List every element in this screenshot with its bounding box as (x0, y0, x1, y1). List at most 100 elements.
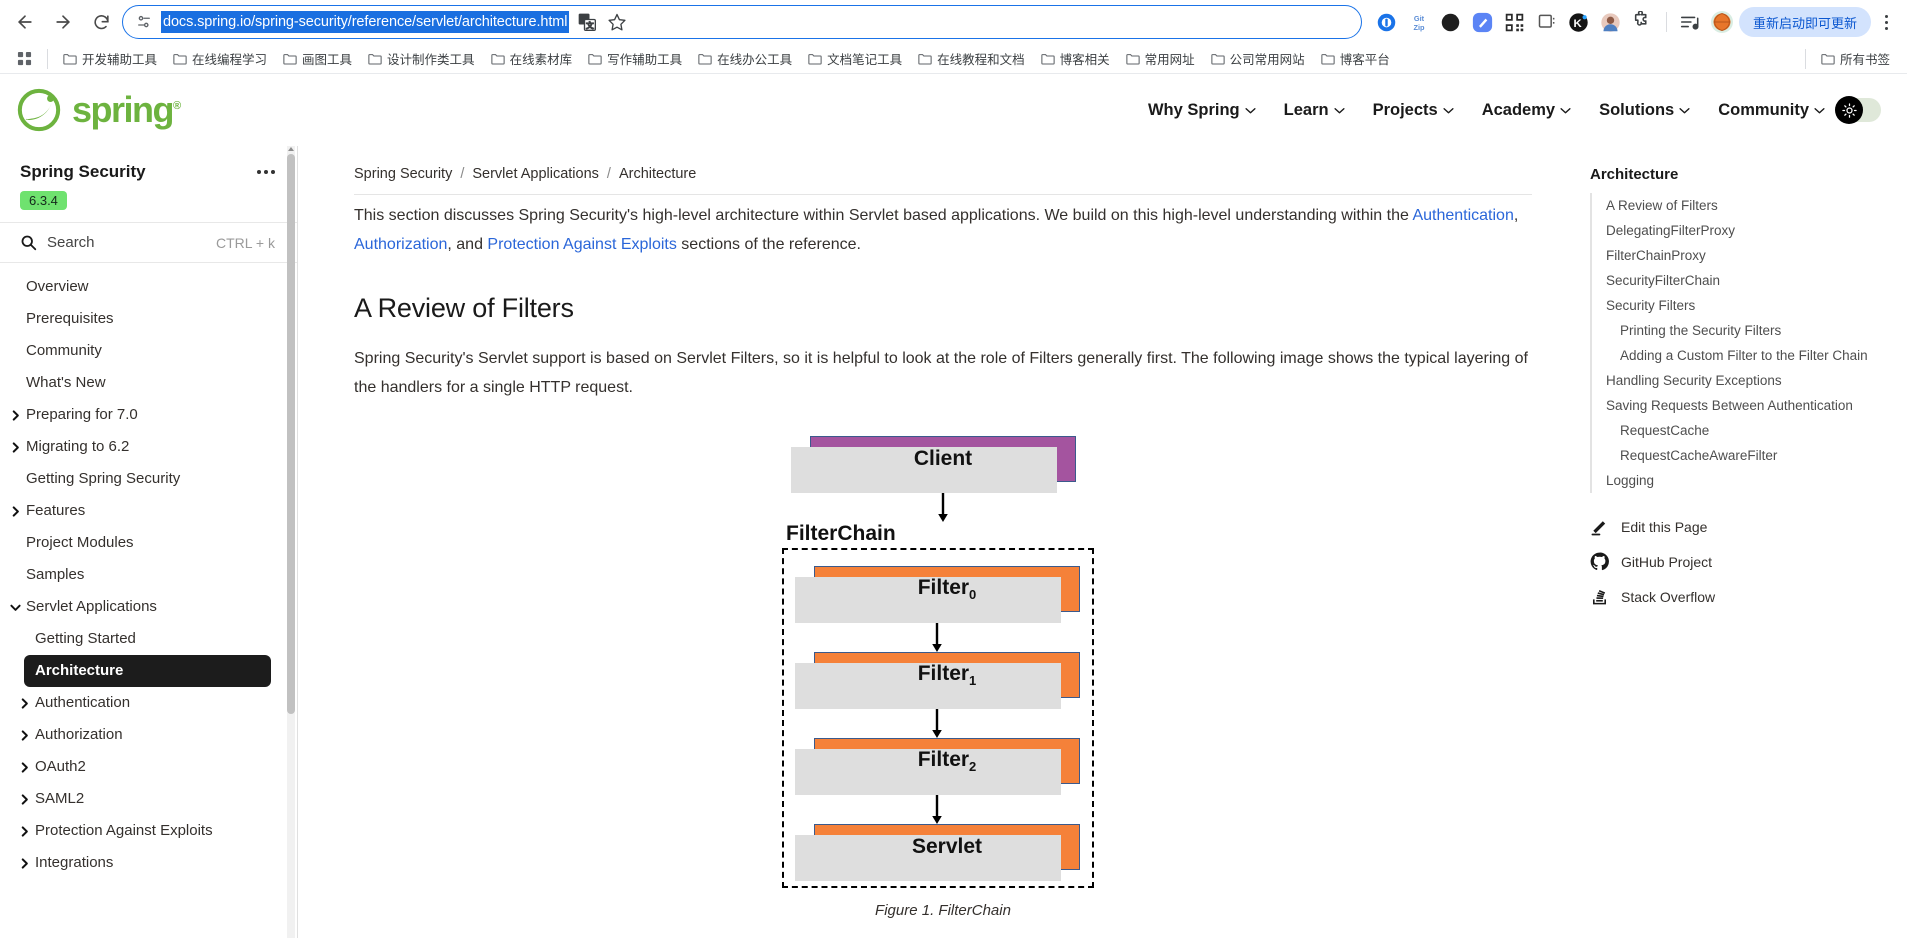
page-settings-icon[interactable] (135, 13, 153, 31)
svg-text:文: 文 (587, 20, 595, 30)
nav-item-projects[interactable]: Projects (1373, 101, 1454, 120)
toc-item[interactable]: DelegatingFilterProxy (1606, 223, 1736, 238)
media-list-icon[interactable] (1675, 7, 1705, 37)
forward-arrow-icon[interactable] (46, 5, 80, 39)
sidebar-item-getting-spring-security[interactable]: Getting Spring Security (0, 463, 297, 495)
sidebar-item-oauth2[interactable]: OAuth2 (0, 751, 297, 783)
toc-item[interactable]: Handling Security Exceptions (1606, 373, 1782, 388)
extension-k-badge-icon[interactable]: K (1564, 7, 1594, 37)
bookmark-item[interactable]: 公司常用网站 (1204, 46, 1312, 71)
bookmark-item[interactable]: 开发辅助工具 (56, 46, 164, 71)
main-content: Spring Security / Servlet Applications /… (298, 146, 1572, 938)
apps-grid-icon[interactable] (10, 48, 39, 69)
edit-this-page-link[interactable]: Edit this Page (1590, 517, 1881, 536)
nav-item-academy[interactable]: Academy (1482, 101, 1571, 120)
star-icon[interactable] (607, 12, 627, 32)
sidebar-item-getting-started[interactable]: Getting Started (0, 623, 297, 655)
bookmark-item[interactable]: 博客平台 (1314, 46, 1397, 71)
sidebar-item-preparing-for-7-0[interactable]: Preparing for 7.0 (0, 399, 297, 431)
breadcrumb-item-1[interactable]: Servlet Applications (472, 166, 599, 182)
extension-window-icon[interactable] (1532, 7, 1562, 37)
sidebar-item-authorization[interactable]: Authorization (0, 719, 297, 751)
update-button[interactable]: 重新启动即可更新 (1738, 7, 1871, 37)
back-arrow-icon[interactable] (8, 5, 42, 39)
sidebar-item-prerequisites[interactable]: Prerequisites (0, 303, 297, 335)
sidebar-item-migrating-to-6-2[interactable]: Migrating to 6.2 (0, 431, 297, 463)
bookmark-item[interactable]: 在线办公工具 (691, 46, 799, 71)
toc-item[interactable]: Security Filters (1606, 298, 1696, 313)
nav-item-why-spring[interactable]: Why Spring (1148, 101, 1256, 120)
extension-moon-icon[interactable] (1436, 7, 1466, 37)
toc-item[interactable]: FilterChainProxy (1606, 248, 1706, 263)
sidebar-item-servlet-applications[interactable]: Servlet Applications (0, 591, 297, 623)
profile-avatar-icon[interactable] (1707, 7, 1737, 37)
sidebar-item-authentication[interactable]: Authentication (0, 687, 297, 719)
extension-puzzle-icon[interactable] (1628, 7, 1658, 37)
site-nav: Why Spring Learn Projects Academy Solutions C… (1148, 101, 1825, 120)
sun-theme-toggle-icon[interactable] (1835, 96, 1881, 124)
bookmark-label: 公司常用网站 (1229, 53, 1305, 67)
ellipsis-icon[interactable] (257, 162, 275, 174)
extension-qrcode-icon[interactable] (1500, 7, 1530, 37)
bookmark-item[interactable]: 画图工具 (276, 46, 359, 71)
scroll-up-arrow-icon[interactable] (288, 147, 294, 151)
sidebar-item-project-modules[interactable]: Project Modules (0, 527, 297, 559)
toc-item[interactable]: RequestCacheAwareFilter (1620, 448, 1778, 463)
bookmark-item[interactable]: 常用网址 (1119, 46, 1202, 71)
all-bookmarks-item[interactable]: 所有书签 (1814, 46, 1897, 71)
bookmark-item[interactable]: 设计制作类工具 (361, 46, 482, 71)
sidebar-item-label: Getting Started (35, 630, 136, 647)
nav-item-label: Projects (1372, 100, 1438, 119)
sidebar-item-label: Features (26, 502, 86, 519)
toc-item[interactable]: A Review of Filters (1606, 198, 1718, 213)
stack-overflow-link[interactable]: Stack Overflow (1590, 587, 1881, 606)
extension-blue-pen-icon[interactable] (1468, 7, 1498, 37)
sidebar-item-overview[interactable]: Overview (0, 271, 297, 303)
sidebar-item-samples[interactable]: Samples (0, 559, 297, 591)
bookmark-item[interactable]: 文档笔记工具 (801, 46, 909, 71)
bookmark-label: 开发辅助工具 (82, 53, 158, 67)
toc-item[interactable]: Printing the Security Filters (1620, 323, 1782, 338)
sidebar-item-integrations[interactable]: Integrations (0, 847, 297, 879)
bookmark-item[interactable]: 在线教程和文档 (911, 46, 1032, 71)
sidebar-item-community[interactable]: Community (0, 335, 297, 367)
nav-item-solutions[interactable]: Solutions (1599, 101, 1690, 120)
nav-item-learn[interactable]: Learn (1284, 101, 1345, 120)
toc-item[interactable]: SecurityFilterChain (1606, 273, 1721, 288)
link-authorization[interactable]: Authorization (354, 236, 448, 253)
toc-item[interactable]: RequestCache (1620, 423, 1710, 438)
sidebar-item-features[interactable]: Features (0, 495, 297, 527)
nav-item-community[interactable]: Community (1718, 101, 1825, 120)
sidebar-scrollbar[interactable] (287, 146, 295, 938)
extension-avatar-icon[interactable] (1596, 7, 1626, 37)
sidebar-item-protection-against-exploits[interactable]: Protection Against Exploits (0, 815, 297, 847)
bookmark-item[interactable]: 写作辅助工具 (581, 46, 689, 71)
link-authentication[interactable]: Authentication (1412, 207, 1514, 224)
bookmark-item[interactable]: 在线素材库 (484, 46, 580, 71)
link-protection-against-exploits[interactable]: Protection Against Exploits (487, 236, 677, 253)
scrollbar-thumb[interactable] (287, 154, 295, 714)
sidebar-item-label: Overview (26, 278, 89, 295)
version-badge[interactable]: 6.3.4 (20, 191, 67, 210)
toc-item[interactable]: Saving Requests Between Authentication (1606, 398, 1853, 413)
github-project-link[interactable]: GitHub Project (1590, 552, 1881, 571)
sidebar-item-architecture[interactable]: Architecture (24, 655, 271, 687)
address-bar[interactable]: docs.spring.io/spring-security/reference… (122, 5, 1362, 39)
bookmark-item[interactable]: 在线编程学习 (166, 46, 274, 71)
url-text[interactable]: docs.spring.io/spring-security/reference… (161, 11, 570, 33)
extension-infinity-icon[interactable] (1372, 7, 1402, 37)
sidebar-item-what-s-new[interactable]: What's New (0, 367, 297, 399)
spring-logo[interactable]: spring® (16, 87, 181, 133)
bookmarks-divider (47, 48, 48, 69)
reload-icon[interactable] (84, 5, 118, 39)
toc-item[interactable]: Adding a Custom Filter to the Filter Cha… (1620, 348, 1868, 363)
breadcrumb-item-0[interactable]: Spring Security (354, 166, 453, 182)
toc-item[interactable]: Logging (1606, 473, 1655, 488)
sidebar-item-saml2[interactable]: SAML2 (0, 783, 297, 815)
three-dot-menu-icon[interactable] (1873, 14, 1899, 30)
search-input[interactable]: Search CTRL + k (0, 223, 297, 263)
bookmark-item[interactable]: 博客相关 (1034, 46, 1117, 71)
